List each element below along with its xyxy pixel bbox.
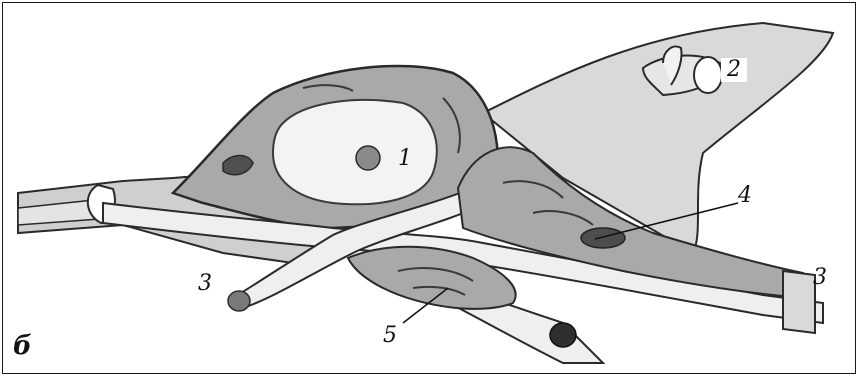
- label-3-left: 3: [198, 273, 212, 295]
- label-3-right: 3: [813, 267, 827, 289]
- label-5: 5: [383, 325, 397, 347]
- figure-frame: 1 2 3 3 4 5 б: [2, 2, 856, 374]
- panel-letter: б: [13, 331, 32, 361]
- label-4: 4: [738, 185, 752, 207]
- label-1: 1: [398, 148, 412, 170]
- label-2: 2: [721, 58, 747, 82]
